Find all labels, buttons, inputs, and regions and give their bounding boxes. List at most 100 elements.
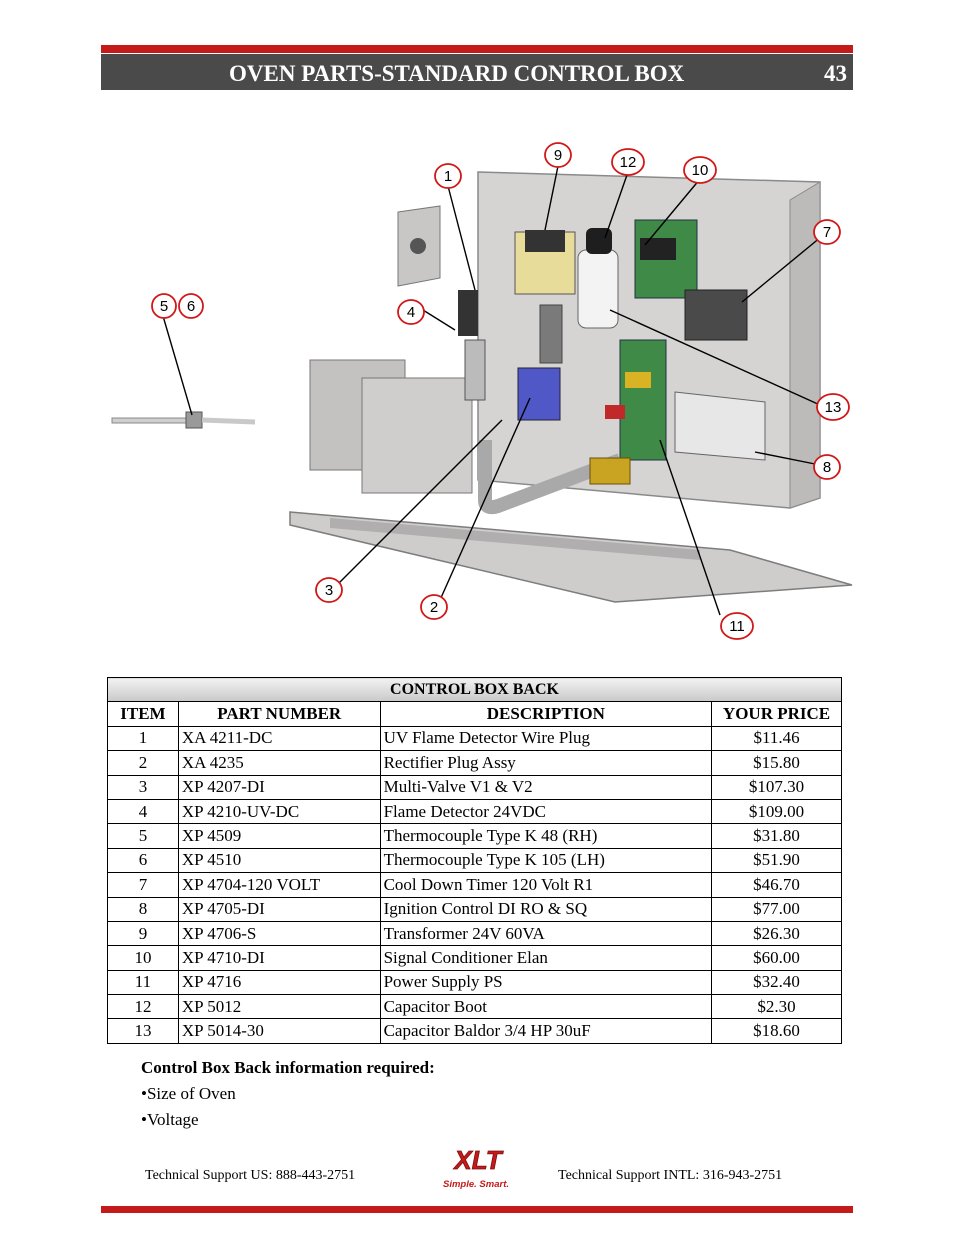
item-cell: 9 — [107, 920, 179, 947]
callout-9: 9 — [544, 142, 572, 168]
price-cell: $109.00 — [711, 798, 842, 825]
item-cell: 13 — [107, 1018, 179, 1044]
svg-text:13: 13 — [825, 399, 842, 416]
svg-text:12: 12 — [620, 154, 637, 171]
description-cell: Capacitor Boot — [379, 994, 713, 1020]
price-cell: $2.30 — [711, 994, 842, 1020]
callout-12: 12 — [611, 148, 645, 176]
column-header-price: YOUR PRICE — [711, 701, 842, 727]
item-cell: 6 — [107, 847, 179, 874]
part-number-cell: XP 5014-30 — [177, 1018, 381, 1044]
price-cell: $107.30 — [711, 774, 842, 800]
part-number-cell: XP 5012 — [177, 994, 381, 1020]
price-cell: $31.80 — [711, 823, 842, 849]
item-cell: 1 — [107, 725, 179, 752]
callout-8: 8 — [813, 454, 841, 480]
price-cell: $15.80 — [711, 750, 842, 776]
description-cell: Thermocouple Type K 105 (LH) — [379, 847, 713, 874]
callout-10: 10 — [683, 156, 717, 184]
description-cell: Multi-Valve V1 & V2 — [379, 774, 713, 800]
svg-text:5: 5 — [160, 298, 168, 315]
part-number-cell: XP 4716 — [177, 969, 381, 996]
part-number-cell: XP 4210-UV-DC — [177, 798, 381, 825]
description-cell: Power Supply PS — [379, 969, 713, 996]
part-number-cell: XP 4509 — [177, 823, 381, 849]
callout-4: 4 — [397, 299, 425, 325]
part-number-cell: XA 4235 — [177, 750, 381, 776]
svg-text:4: 4 — [407, 304, 415, 321]
svg-text:6: 6 — [187, 298, 195, 315]
support-us: Technical Support US: 888-443-2751 — [145, 1168, 356, 1183]
item-cell: 2 — [107, 750, 179, 776]
page-title: OVEN PARTS-STANDARD CONTROL BOX — [229, 61, 685, 86]
part-number-cell: XP 4705-DI — [177, 896, 381, 922]
svg-text:3: 3 — [325, 582, 333, 599]
page-header: OVEN PARTS-STANDARD CONTROL BOX 43 — [101, 54, 853, 90]
part-number-cell: XP 4207-DI — [177, 774, 381, 800]
price-cell: $46.70 — [711, 872, 842, 898]
column-header-part-number: PART NUMBER — [177, 701, 381, 727]
callout-2: 2 — [420, 594, 448, 620]
callout-13: 13 — [816, 393, 850, 421]
part-number-cell: XP 4710-DI — [177, 945, 381, 971]
callout-7: 7 — [813, 219, 841, 245]
part-number-cell: XP 4704-120 VOLT — [177, 872, 381, 898]
callout-6: 6 — [178, 293, 204, 319]
item-cell: 8 — [107, 896, 179, 922]
description-cell: Flame Detector 24VDC — [379, 798, 713, 825]
parts-table: CONTROL BOX BACK ITEM PART NUMBER DESCRI… — [107, 676, 842, 1044]
price-cell: $77.00 — [711, 896, 842, 922]
bottom-red-rule — [101, 1206, 853, 1213]
info-item-voltage: •Voltage — [141, 1110, 199, 1129]
description-cell: Ignition Control DI RO & SQ — [379, 896, 713, 922]
description-cell: Signal Conditioner Elan — [379, 945, 713, 971]
price-cell: $51.90 — [711, 847, 842, 874]
price-cell: $32.40 — [711, 969, 842, 996]
price-cell: $26.30 — [711, 920, 842, 947]
price-cell: $18.60 — [711, 1018, 842, 1044]
price-cell: $11.46 — [711, 725, 842, 752]
description-cell: Capacitor Baldor 3/4 HP 30uF — [379, 1018, 713, 1044]
item-cell: 4 — [107, 798, 179, 825]
svg-text:2: 2 — [430, 599, 438, 616]
svg-text:11: 11 — [729, 618, 745, 635]
description-cell: UV Flame Detector Wire Plug — [379, 725, 713, 752]
price-cell: $60.00 — [711, 945, 842, 971]
info-title: Control Box Back information required: — [141, 1058, 435, 1077]
support-intl: Technical Support INTL: 316-943-2751 — [558, 1168, 783, 1183]
item-cell: 11 — [107, 969, 179, 996]
svg-text:8: 8 — [823, 459, 831, 476]
svg-text:Simple. Smart.: Simple. Smart. — [443, 1179, 509, 1190]
item-cell: 3 — [107, 774, 179, 800]
top-red-rule — [101, 45, 853, 53]
callout-11: 11 — [720, 612, 754, 640]
item-cell: 12 — [107, 994, 179, 1020]
column-header-description: DESCRIPTION — [379, 701, 713, 727]
svg-text:9: 9 — [554, 147, 562, 164]
item-cell: 7 — [107, 872, 179, 898]
description-cell: Rectifier Plug Assy — [379, 750, 713, 776]
part-number-cell: XP 4510 — [177, 847, 381, 874]
callout-5: 5 — [151, 293, 177, 319]
callout-3: 3 — [315, 577, 343, 603]
svg-text:10: 10 — [692, 162, 709, 179]
item-cell: 5 — [107, 823, 179, 849]
control-box-diagram: 1 2 3 4 5 6 7 8 9 10 11 12 13 — [111, 142, 853, 640]
svg-text:XLT: XLT — [452, 1145, 503, 1175]
column-header-item: ITEM — [107, 701, 179, 727]
description-cell: Transformer 24V 60VA — [379, 920, 713, 947]
table-caption: CONTROL BOX BACK — [107, 676, 842, 703]
svg-text:7: 7 — [823, 224, 831, 241]
